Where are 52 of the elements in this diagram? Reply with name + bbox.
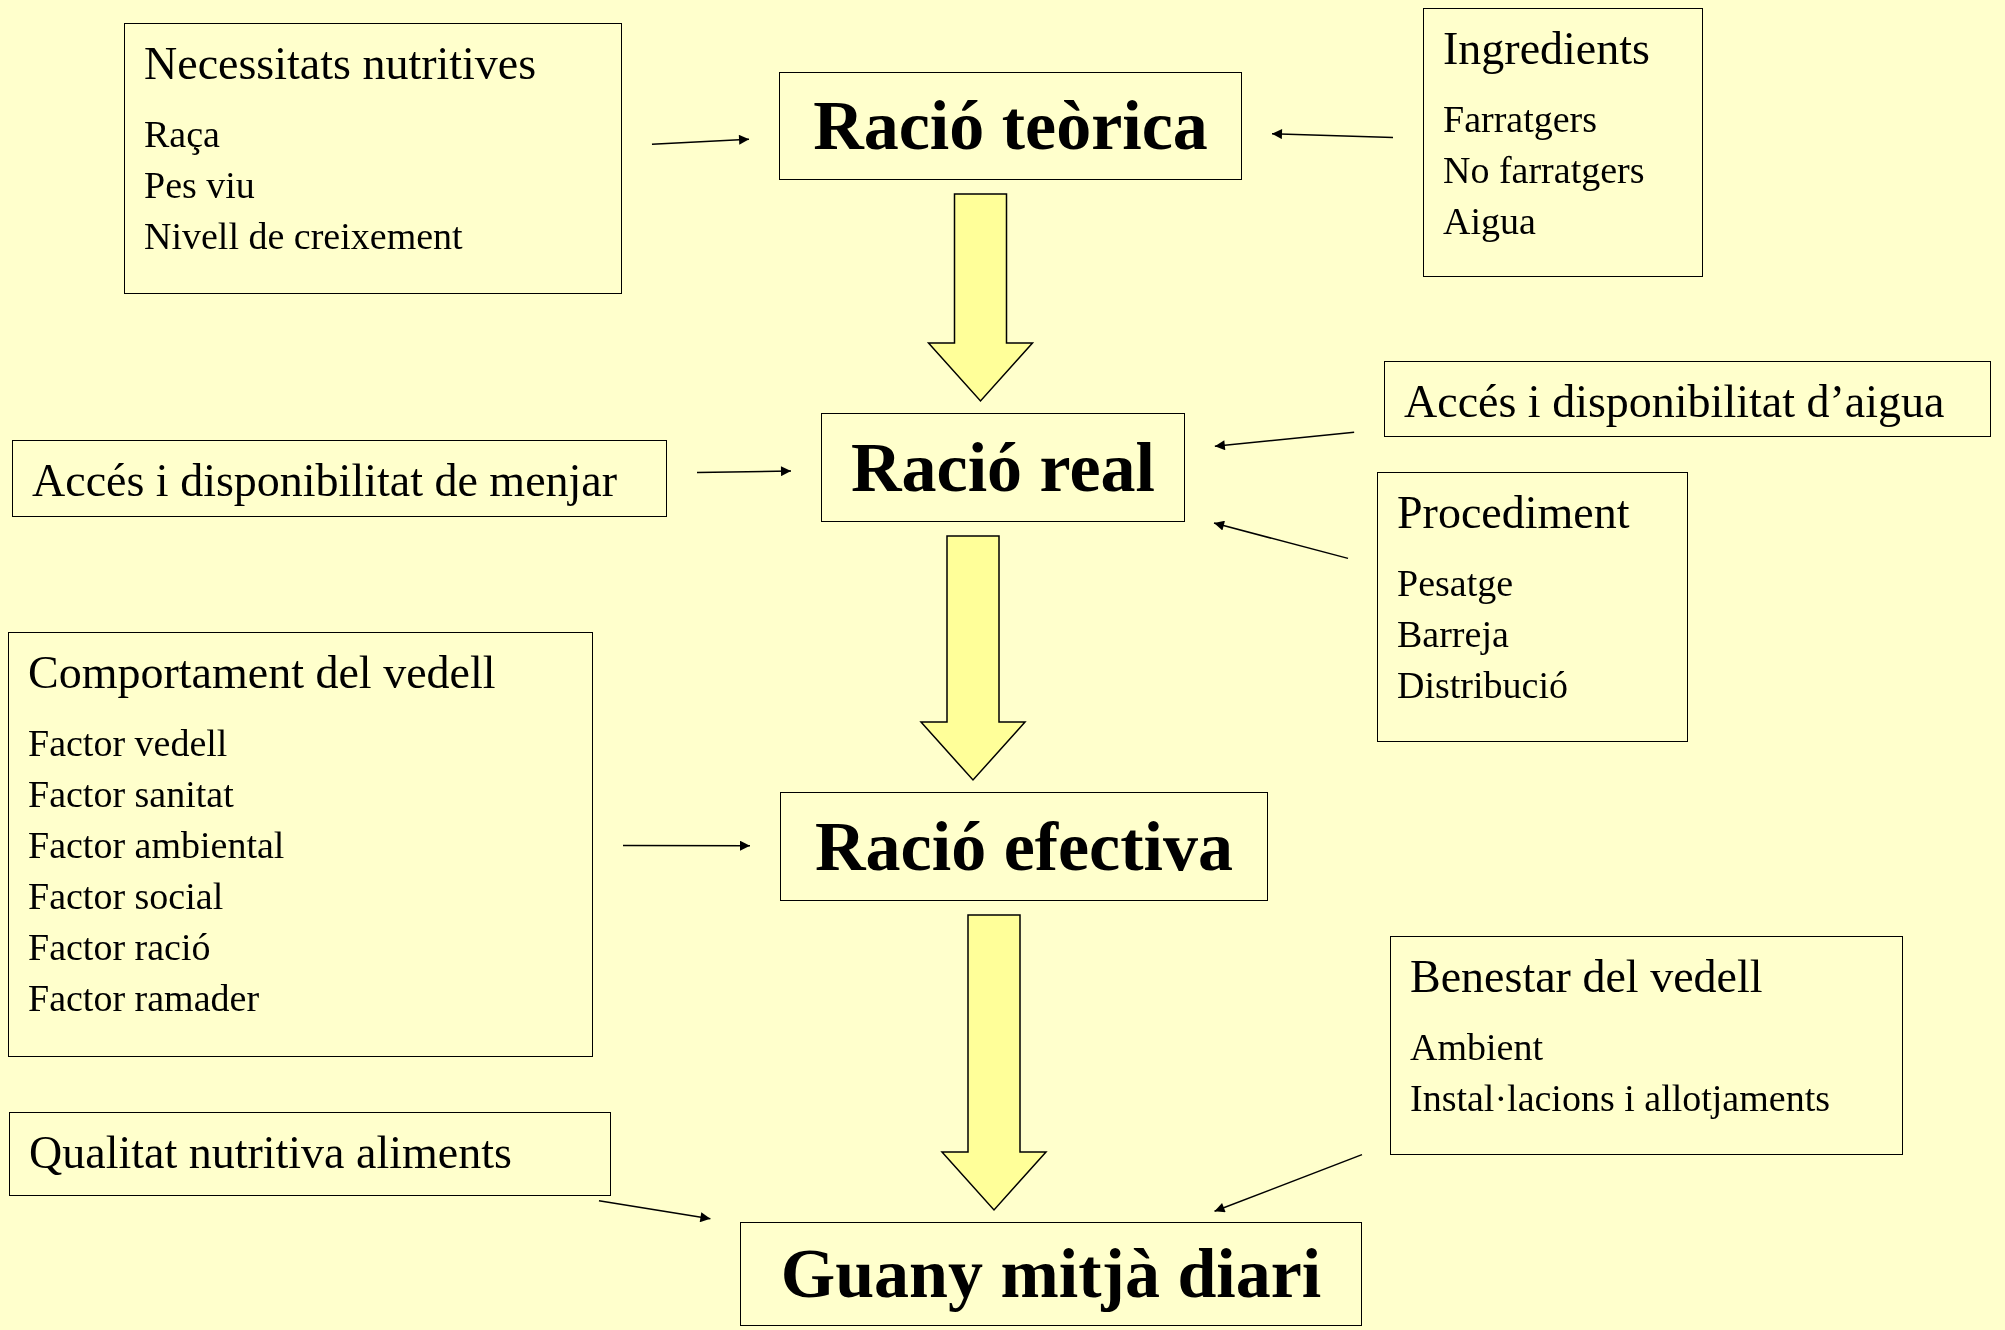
factor-box: [12, 440, 667, 517]
factor-heading: Procediment: [1397, 487, 1630, 539]
block-arrow: [940, 914, 1048, 1212]
factor-item: Factor ambiental: [28, 823, 285, 867]
arrow: [696, 466, 792, 477]
arrow: [1213, 520, 1349, 560]
factor-item: Barreja: [1397, 612, 1509, 656]
factor-box: [124, 23, 622, 294]
arrow: [1213, 1153, 1363, 1213]
factor-item: Factor ramader: [28, 976, 260, 1020]
factor-heading: Accés i disponibilitat de menjar: [32, 455, 618, 507]
stage-box: [740, 1222, 1362, 1326]
factor-box: [1384, 361, 1991, 437]
factor-item: Factor sanitat: [28, 772, 234, 816]
factor-item: Instal·lacions i allotjaments: [1410, 1076, 1830, 1120]
factor-box: [1377, 472, 1688, 742]
stage-box: [821, 413, 1185, 522]
factor-heading: Comportament del vedell: [28, 647, 496, 699]
stage-box: [780, 792, 1268, 901]
stage-title: Ració efectiva: [814, 806, 1234, 887]
stage-title: Ració real: [850, 427, 1156, 508]
block-arrow: [926, 193, 1035, 403]
arrow: [622, 840, 751, 851]
stage-box: [779, 72, 1242, 180]
arrow: [1271, 129, 1394, 140]
arrow: [598, 1200, 712, 1223]
factor-heading: Ingredients: [1443, 23, 1650, 75]
factor-item: Factor ració: [28, 925, 211, 969]
factor-item: Distribució: [1397, 663, 1568, 707]
factor-item: Raça: [144, 112, 220, 156]
factor-item: Pes viu: [144, 163, 255, 207]
factor-heading: Necessitats nutritives: [144, 38, 537, 90]
factor-item: Farratgers: [1443, 97, 1598, 141]
factor-item: Pesatge: [1397, 561, 1514, 605]
factor-box: [1423, 8, 1703, 277]
factor-item: Ambient: [1410, 1025, 1543, 1069]
factor-heading: Qualitat nutritiva aliments: [29, 1127, 512, 1179]
factor-heading: Benestar del vedell: [1410, 951, 1763, 1003]
factor-item: No farratgers: [1443, 148, 1645, 192]
stage-title: Guany mitjà diari: [779, 1234, 1323, 1314]
stage-title: Ració teòrica: [812, 86, 1209, 166]
factor-box: [9, 1112, 611, 1196]
factor-item: Factor social: [28, 874, 224, 918]
factor-item: Nivell de creixement: [144, 214, 463, 258]
factor-item: Aigua: [1443, 199, 1536, 243]
factor-box: [8, 632, 593, 1057]
block-arrow: [919, 535, 1027, 782]
factor-heading: Accés i disponibilitat d’aigua: [1404, 376, 1945, 428]
factor-item: Factor vedell: [28, 721, 228, 765]
arrow: [651, 134, 750, 146]
factor-box: [1390, 936, 1903, 1155]
arrow: [1214, 431, 1355, 451]
